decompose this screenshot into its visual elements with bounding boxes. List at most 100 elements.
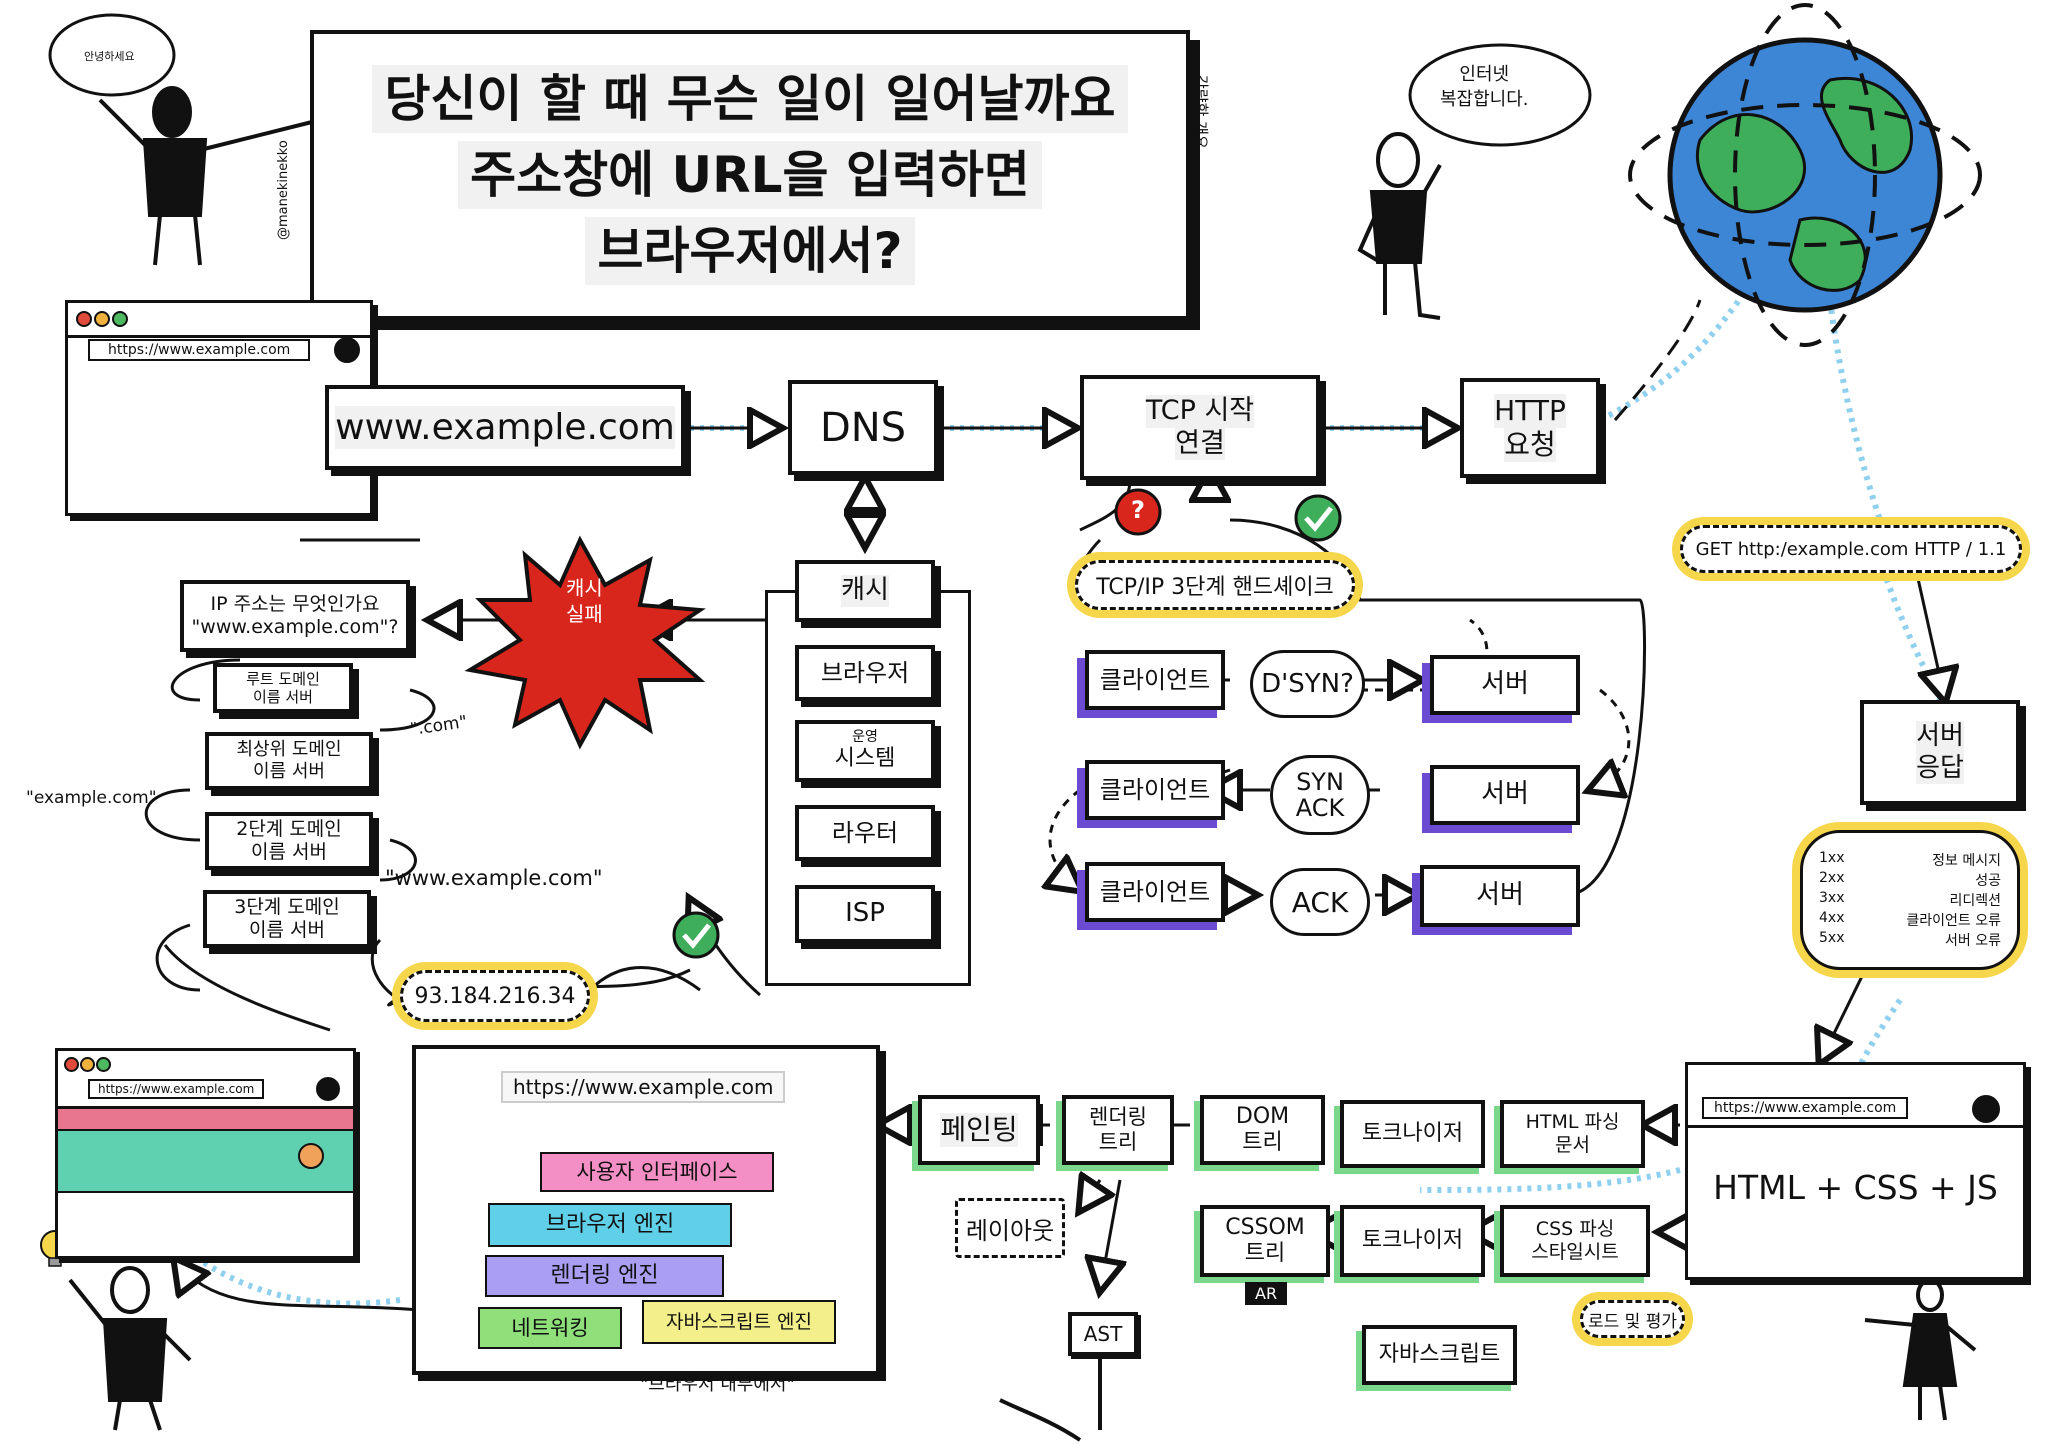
- third-ns-box: 3단계 도메인 이름 서버: [203, 890, 371, 948]
- status-text: 성공: [1975, 873, 2001, 889]
- client-1: 클라이언트: [1099, 665, 1211, 694]
- server-3: 서버: [1476, 880, 1524, 911]
- hero-banner: [58, 1109, 353, 1131]
- status-row: 1xx 정보 메시지: [1819, 850, 2001, 870]
- result-browser-url[interactable]: https://www.example.com: [1702, 1097, 1909, 1119]
- server-box-3: 서버: [1420, 865, 1580, 927]
- status-codes-cloud: 1xx 정보 메시지 2xx 성공 3xx 리디렉션 4xx 클라이언트 오류 …: [1800, 830, 2020, 970]
- tcp-box: TCP 시작 연결: [1080, 375, 1320, 480]
- internals-url[interactable]: https://www.example.com: [501, 1071, 786, 1103]
- domain-box: www.example.com: [325, 385, 685, 470]
- client-box-2: 클라이언트: [1085, 760, 1225, 820]
- overview-label: 간략한 개요: [1192, 75, 1210, 149]
- browser-window-result: https://www.example.com HTML + CSS + JS: [1685, 1062, 2026, 1280]
- css-parse-line-2: 스타일시트: [1531, 1241, 1619, 1263]
- synack-line-1: SYN: [1296, 767, 1344, 796]
- second-ns-line-1: 2단계 도메인: [236, 818, 342, 841]
- tokenizer-box-1: 토크나이저: [1340, 1100, 1485, 1168]
- ui-text: 사용자 인터페이스: [576, 1160, 738, 1184]
- cssom-line-1: CSSOM: [1225, 1214, 1305, 1240]
- ar-text: AR: [1255, 1284, 1278, 1303]
- question-badge: [1114, 488, 1162, 536]
- render-engine-layer: 렌더링 엔진: [485, 1255, 724, 1297]
- css-parse-box: CSS 파싱 스타일시트: [1500, 1205, 1650, 1277]
- cache-miss-line-1: 캐시: [566, 576, 603, 600]
- check-badge-top: [1294, 494, 1342, 542]
- profile-icon: [334, 337, 360, 363]
- status-row: 2xx 성공: [1819, 870, 2001, 890]
- server-box-2: 서버: [1430, 765, 1580, 825]
- browser-window-rendered: https://www.example.com: [55, 1048, 356, 1259]
- tcp-line-2: 연결: [1175, 427, 1225, 460]
- third-ns-line-2: 이름 서버: [249, 919, 325, 941]
- domain-text: www.example.com: [335, 405, 675, 450]
- response-line-1: 서버: [1916, 721, 1964, 753]
- handshake-title: TCP/IP 3단계 핸드셰이크: [1096, 575, 1334, 600]
- hero-image: [58, 1131, 353, 1193]
- cache-router: 라우터: [831, 818, 899, 847]
- synack-line-2: ACK: [1295, 794, 1345, 822]
- figures: [68, 86, 1977, 1442]
- third-ns-line-1: 3단계 도메인: [234, 896, 340, 919]
- layout-text: 레이아웃: [965, 1216, 1055, 1245]
- cache-isp: ISP: [845, 898, 885, 929]
- synack-bubble: SYN ACK: [1270, 755, 1370, 835]
- tcp-line-1: TCP 시작: [1145, 395, 1255, 428]
- dom-line-2: 트리: [1242, 1130, 1283, 1155]
- question-mark: ?: [1131, 496, 1145, 524]
- dns-text: DNS: [819, 404, 907, 451]
- load-eval-pill: 로드 및 평가: [1580, 1300, 1685, 1338]
- render-tree-line-2: 트리: [1098, 1130, 1138, 1154]
- network-text: 네트워킹: [511, 1316, 589, 1340]
- tld-ns-line-2: 이름 서버: [253, 761, 325, 782]
- status-text: 서버 오류: [1945, 933, 2001, 949]
- dom-line-1: DOM: [1235, 1103, 1290, 1129]
- tokenizer-1: 토크나이저: [1361, 1120, 1464, 1146]
- syn-text: D'SYN?: [1261, 669, 1354, 699]
- status-code: 4xx: [1819, 910, 1845, 926]
- ip-question-line-1: IP 주소는 무엇인가요: [210, 593, 380, 616]
- http-line-2: 요청: [1504, 428, 1556, 462]
- small-browser-url[interactable]: https://www.example.com: [88, 1079, 265, 1099]
- result-content: HTML + CSS + JS: [1713, 1168, 1998, 1207]
- speech-bubble-hello: [48, 13, 176, 97]
- ast-text: AST: [1083, 1322, 1123, 1346]
- title-line-1: 당신이 할 때 무슨 일이 일어날까요: [372, 65, 1128, 133]
- javascript-box: 자바스크립트: [1362, 1325, 1517, 1385]
- cache-browser: 브라우저: [820, 658, 910, 687]
- cache-title: 캐시: [841, 575, 889, 607]
- root-ns-line-2: 이름 서버: [253, 688, 313, 706]
- cache-miss-burst: [464, 535, 706, 750]
- ar-label: AR: [1245, 1282, 1288, 1305]
- globe-icon: [1628, 3, 1982, 347]
- tld-ns-line-1: 최상위 도메인: [236, 739, 342, 761]
- js-engine-layer: 자바스크립트 엔진: [642, 1300, 836, 1344]
- cache-miss-line-2: 실패: [566, 602, 603, 626]
- hello-text: 안녕하세요: [84, 50, 135, 63]
- second-ns-box: 2단계 도메인 이름 서버: [205, 812, 373, 870]
- internals-caption: "브라우저 내부에서": [640, 1374, 795, 1395]
- server-box-1: 서버: [1430, 655, 1580, 715]
- server-2: 서버: [1481, 779, 1529, 810]
- top-browser-url[interactable]: https://www.example.com: [88, 339, 311, 361]
- response-line-2: 응답: [1916, 752, 1964, 784]
- status-code: 3xx: [1819, 890, 1845, 906]
- engine-layer: 브라우저 엔진: [488, 1203, 732, 1247]
- css-parse-line-1: CSS 파싱: [1535, 1218, 1615, 1241]
- status-row: 5xx 서버 오류: [1819, 930, 2001, 950]
- html-parse-line-2: 문서: [1555, 1134, 1590, 1156]
- syn-bubble: D'SYN?: [1250, 650, 1365, 718]
- html-parse-line-1: HTML 파싱: [1525, 1111, 1620, 1134]
- server-response-box: 서버 응답: [1860, 700, 2020, 805]
- cache-os-line-2: 시스템: [834, 746, 896, 772]
- engine-text: 브라우저 엔진: [545, 1212, 675, 1237]
- internet-line-1: 인터넷: [1459, 64, 1510, 85]
- minimize-dot: [80, 1057, 95, 1072]
- browser-window-top: https://www.example.com: [65, 300, 373, 516]
- title-card: 당신이 할 때 무슨 일이 일어날까요 주소창에 URL을 입력하면 브라우저에…: [310, 30, 1190, 320]
- http-get-text: GET http:/example.com HTTP / 1.1: [1695, 538, 2007, 560]
- dns-box: DNS: [788, 380, 938, 475]
- layout-pill: 레이아웃: [955, 1198, 1065, 1258]
- ack-bubble: ACK: [1270, 868, 1370, 936]
- render-tree-line-1: 렌더링: [1089, 1104, 1147, 1129]
